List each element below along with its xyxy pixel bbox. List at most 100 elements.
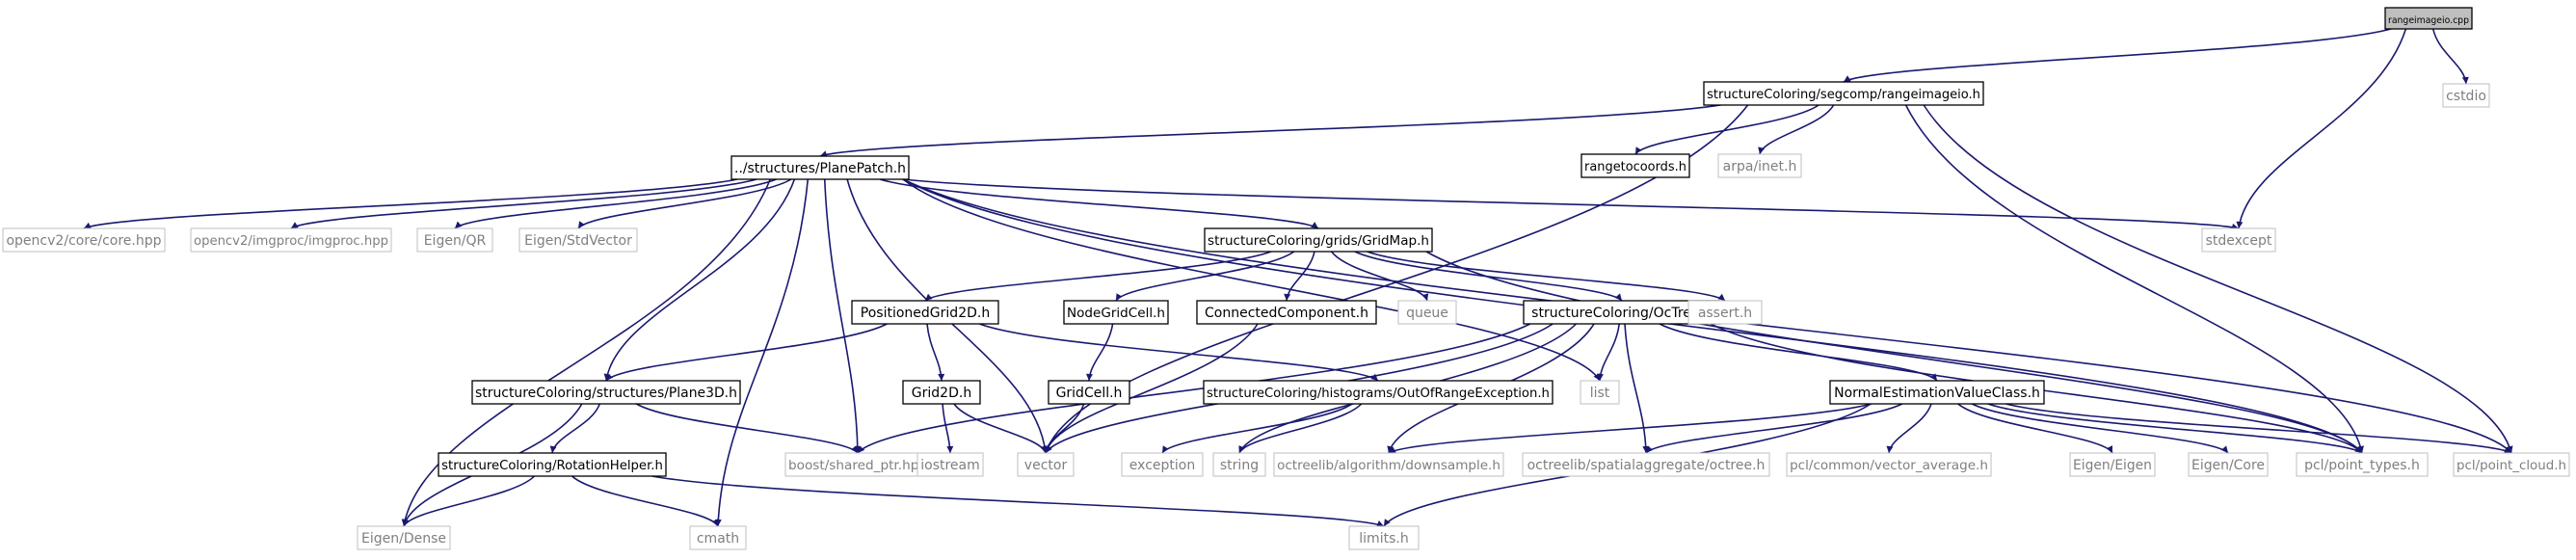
node-box [1063,300,1169,325]
node-box [416,227,493,253]
node-box [2201,227,2276,253]
edge-octree-h-to-octreelib-octree [1624,323,1650,454]
node-label: boost/shared_ptr.hpp [788,458,927,473]
node-cmath: cmath [689,525,747,550]
node-label: rangetocoords.h [1584,160,1686,174]
node-box [1121,452,1204,477]
node-octreelib-octree: octreelib/spatialaggregate/octree.h [1522,452,1770,477]
edge-rangeimageio-cpp-to-segcomp-rangeimageio-h [1843,28,2392,83]
edge-segcomp-rangeimageio-h-to-rangetocoords-h [1634,104,1819,155]
node-label: Grid2D.h [912,386,971,401]
node-grid2d-h[interactable]: Grid2D.h [902,380,981,405]
node-label: string [1220,458,1259,473]
node-label: structureColoring/OcTree.h [1531,306,1713,321]
node-arpa-inet-h: arpa/inet.h [1717,153,1802,178]
node-box [2296,452,2429,477]
edge-normalestimation-h-to-eigen-core [1971,403,2229,454]
node-box [438,452,667,477]
edge-normalestimation-h-to-eigen-eigen [1957,403,2113,454]
edge-gridmap-h-to-pcl-point-types [1425,251,2363,454]
edge-gridmap-h-to-connectedcomponent-h [1284,251,1315,302]
node-box [1348,525,1420,550]
node-eigen-qr: Eigen/QR [416,227,493,253]
edge-octree-h-to-list [1596,323,1620,382]
node-label: NormalEstimationValueClass.h [1834,386,2040,401]
node-gridcell-h[interactable]: GridCell.h [1048,380,1130,405]
edge-normalestimation-h-to-pcl-point-types [1987,403,2363,454]
node-label: cmath [697,531,739,547]
node-label: structureColoring/grids/GridMap.h [1208,233,1429,249]
edge-outofrange-h-to-exception [1161,403,1353,454]
edge-rotationhelper-h-to-limits-h [651,475,1385,527]
node-rotationhelper-h[interactable]: structureColoring/RotationHelper.h [438,452,667,477]
node-nodegridcell-h[interactable]: NodeGridCell.h [1063,300,1169,325]
node-box [1829,380,2045,405]
edge-positionedgrid2d-h-to-grid2d-h [926,323,945,382]
node-box [1017,452,1075,477]
edge-planepatch-h-to-eigen-dense [401,178,771,527]
node-box [1203,380,1554,405]
node-assert-h: assert.h [1687,300,1763,325]
node-label: structureColoring/structures/Plane3D.h [475,386,737,401]
node-opencv-core: opencv2/core/core.hpp [2,227,166,253]
node-label: Eigen/QR [424,233,487,249]
node-positionedgrid2d-h[interactable]: PositionedGrid2D.h [851,300,999,325]
edge-octree-h-to-pcl-point-types [1710,323,2363,454]
edge-planepatch-h-to-opencv-imgproc [290,178,757,229]
node-pcl-point-types: pcl/point_types.h [2296,452,2429,477]
node-box [2453,452,2570,477]
node-segcomp-rangeimageio-h[interactable]: structureColoring/segcomp/rangeimageio.h [1703,81,1984,106]
node-box [1687,300,1763,325]
node-label: octreelib/spatialaggregate/octree.h [1527,458,1766,473]
node-string: string [1212,452,1266,477]
node-rangeimageio-cpp[interactable]: rangeimageio.cpp [2384,7,2473,30]
node-box [2442,83,2490,108]
edge-planepatch-h-to-eigen-qr [454,178,777,229]
node-eigen-stdvector: Eigen/StdVector [518,227,638,253]
node-label: octreelib/algorithm/downsample.h [1277,458,1500,473]
node-label: exception [1129,458,1195,473]
node-label: rangeimageio.cpp [2388,15,2469,26]
edge-plane3d-h-to-boost-shared-ptr [635,403,859,454]
node-label: PositionedGrid2D.h [861,306,990,321]
node-box [1397,300,1457,325]
node-label: ../structures/PlanePatch.h [734,161,906,176]
edge-gridmap-h-to-assert-h [1367,251,1726,302]
node-box [1717,153,1802,178]
node-octreelib-downsample: octreelib/algorithm/downsample.h [1273,452,1504,477]
node-planepatch-h[interactable]: ../structures/PlanePatch.h [730,155,910,180]
edge-gridmap-h-to-queue [1330,251,1429,302]
nodes-layer: rangeimageio.cpp cstdio structureColoring/… [2,7,2570,550]
node-box [518,227,638,253]
node-label: opencv2/imgproc/imgproc.hpp [194,234,388,249]
node-connectedcomponent-h[interactable]: ConnectedComponent.h [1196,300,1377,325]
node-eigen-core: Eigen/Core [2188,452,2269,477]
node-eigen-eigen: Eigen/Eigen [2069,452,2156,477]
node-box [902,380,981,405]
node-box [1580,153,1690,178]
node-box [1204,227,1433,253]
node-label: opencv2/core/core.hpp [6,233,161,249]
node-label: structureColoring/RotationHelper.h [441,459,663,473]
edge-nodegridcell-h-to-gridcell-h [1085,323,1114,382]
node-label: pcl/point_cloud.h [2456,459,2566,473]
edge-segcomp-rangeimageio-h-to-pcl-point-types [1904,104,2364,454]
node-box [2,227,166,253]
node-outofrange-h[interactable]: structureColoring/histograms/OutOfRangeE… [1203,380,1554,405]
node-gridmap-h[interactable]: structureColoring/grids/GridMap.h [1204,227,1433,253]
node-label: stdexcept [2206,233,2272,249]
node-pcl-point-cloud: pcl/point_cloud.h [2453,452,2570,477]
edge-planepatch-h-to-plane3d-h [603,178,796,382]
edge-plane3d-h-to-rotationhelper-h [549,403,601,454]
node-plane3d-h[interactable]: structureColoring/structures/Plane3D.h [471,380,741,405]
node-normalestimation-h[interactable]: NormalEstimationValueClass.h [1829,380,2045,405]
edge-normalestimation-h-to-pcl-vector-average [1886,403,1932,454]
node-box [1196,300,1377,325]
node-rangetocoords-h[interactable]: rangetocoords.h [1580,153,1690,178]
edge-gridmap-h-to-positionedgrid2d-h [924,251,1272,302]
node-label: assert.h [1698,306,1752,321]
node-label: cstdio [2446,89,2486,104]
edge-planepatch-h-to-stdexcept [902,178,2240,230]
node-label: Eigen/Dense [361,531,446,547]
